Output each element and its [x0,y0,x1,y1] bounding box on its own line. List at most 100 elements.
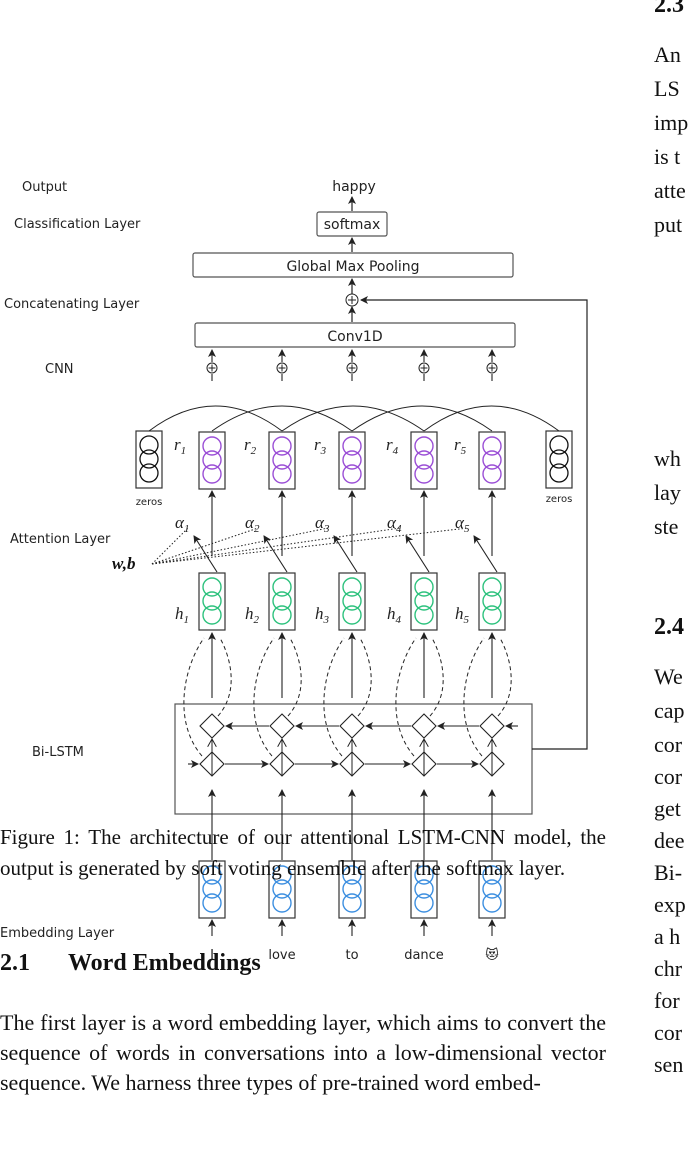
wb-label: w,b [112,554,135,573]
right-column-heading: 2.4 [654,614,684,640]
right-column-line: cap [654,698,685,723]
h-label-1: h1 [175,604,189,626]
attention-weight-line-5 [151,527,469,565]
r-vector-4-unit-2 [414,450,434,470]
h-label-3: h3 [315,604,330,626]
right-column-line: wh [654,446,681,471]
alpha-label-1: α1 [175,513,189,535]
input-word-2: love [268,948,295,963]
embedding-vector-4-unit-1 [414,865,434,885]
r-vector-5-unit-1 [482,436,502,456]
r-vector-3 [338,431,366,490]
right-column-line: put [654,212,683,237]
h-vector-1-unit-3 [202,605,222,625]
embedding-vector-5-unit-2 [482,879,502,899]
alpha-label-2: α2 [245,513,260,535]
h-dashed-link-b-1 [217,637,232,717]
embedding-vector-4-unit-3 [414,893,434,913]
r-vector-2-unit-2 [272,450,292,470]
embedding-vector-1-unit-2 [202,879,222,899]
cnn-window-arc-4 [351,405,493,432]
r-vector-5-unit-3 [482,464,502,484]
embedding-vector-1 [198,860,226,919]
h-vector-2-unit-3 [272,605,292,625]
h-vector-4 [410,572,438,631]
r-vector-3-unit-2 [342,450,362,470]
right-column-line: ste [654,514,679,539]
h-vector-2 [268,572,296,631]
attention-weight-line-2 [151,527,259,565]
label-embedding-layer: Embedding Layer [0,926,115,941]
right-column-line: cor [654,764,683,789]
alpha-arrow-5 [473,535,498,573]
attention-weight-line-1 [151,527,189,565]
r-vector-2-unit-3 [272,464,292,484]
alpha-label-3: α3 [315,513,330,535]
attention-weight-line-3 [151,527,329,565]
h-vector-5-unit-3 [482,605,502,625]
h-dashed-link-2 [253,637,275,757]
embedding-vector-2 [268,860,296,919]
h-vector-4-unit-2 [414,591,434,611]
skip-connection [360,296,588,750]
alpha-label-5: α5 [455,513,470,535]
h-vector-2-unit-2 [272,591,292,611]
right-column-line: Bi- [654,860,683,885]
alpha-arrow-2 [263,535,288,573]
section-title: Word Embeddings [68,950,261,976]
label-classification-layer: Classification Layer [14,217,141,232]
label-concatenating-layer: Concatenating Layer [4,297,140,312]
r-vector-5 [478,431,506,490]
right-column-line: chr [654,956,683,981]
r-vector-1-unit-2 [202,450,222,470]
zeros-left [135,430,163,489]
r-vector-3-unit-3 [342,464,362,484]
body-paragraph: The first layer is a word embedding laye… [0,1010,606,1095]
right-column-line: An [654,42,681,67]
embedding-vector-4-unit-2 [414,879,434,899]
section-heading: 2.1 Word Embeddings [0,950,606,977]
right-column-line: sen [654,1052,684,1077]
right-column-line: is t [654,144,681,169]
softmax-label: softmax [324,217,381,233]
h-vector-5-unit-2 [482,591,502,611]
r-vector-4-unit-3 [414,464,434,484]
h-dashed-link-4 [395,637,417,757]
label-cnn: CNN [45,362,74,377]
embedding-vector-3-unit-2 [342,879,362,899]
figure-caption: Figure 1: The architecture of our attent… [0,825,606,880]
h-label-2: h2 [245,604,260,626]
zeros-right-label: zeros [546,494,573,505]
h-vector-4-unit-1 [414,577,434,597]
h-vector-1-unit-1 [202,577,222,597]
right-column-line: a h [654,924,681,949]
r-label-2: r2 [244,435,257,457]
right-column-heading: 2.3 [654,0,684,18]
cnn-window-arc-5 [423,405,560,432]
section-number: 2.1 [0,950,30,976]
h-dashed-link-b-5 [497,637,512,717]
r-vector-1-unit-3 [202,464,222,484]
right-column-line: cor [654,1020,683,1045]
r-vector-4 [410,431,438,490]
embedding-vector-5-unit-1 [482,865,502,885]
input-word-4: dance [404,948,444,963]
softmax-box [316,211,388,237]
h-vector-3-unit-2 [342,591,362,611]
embedding-vector-2-unit-2 [272,879,292,899]
right-column-line: We [654,664,683,689]
h-vector-5 [478,572,506,631]
embedding-vector-2-unit-3 [272,893,292,913]
embedding-vector-4 [410,860,438,919]
output-word: happy [332,179,376,195]
h-vector-5-unit-1 [482,577,502,597]
right-column-line: get [654,796,681,821]
alpha-arrow-1 [193,535,218,573]
embedding-vector-1-unit-3 [202,893,222,913]
zeros-left-label: zeros [136,497,163,508]
cnn-window-arc-1 [148,405,283,432]
cnn-add-node-3 [346,362,358,374]
cnn-window-arc-2 [211,405,353,432]
embedding-vector-1-unit-1 [202,865,222,885]
